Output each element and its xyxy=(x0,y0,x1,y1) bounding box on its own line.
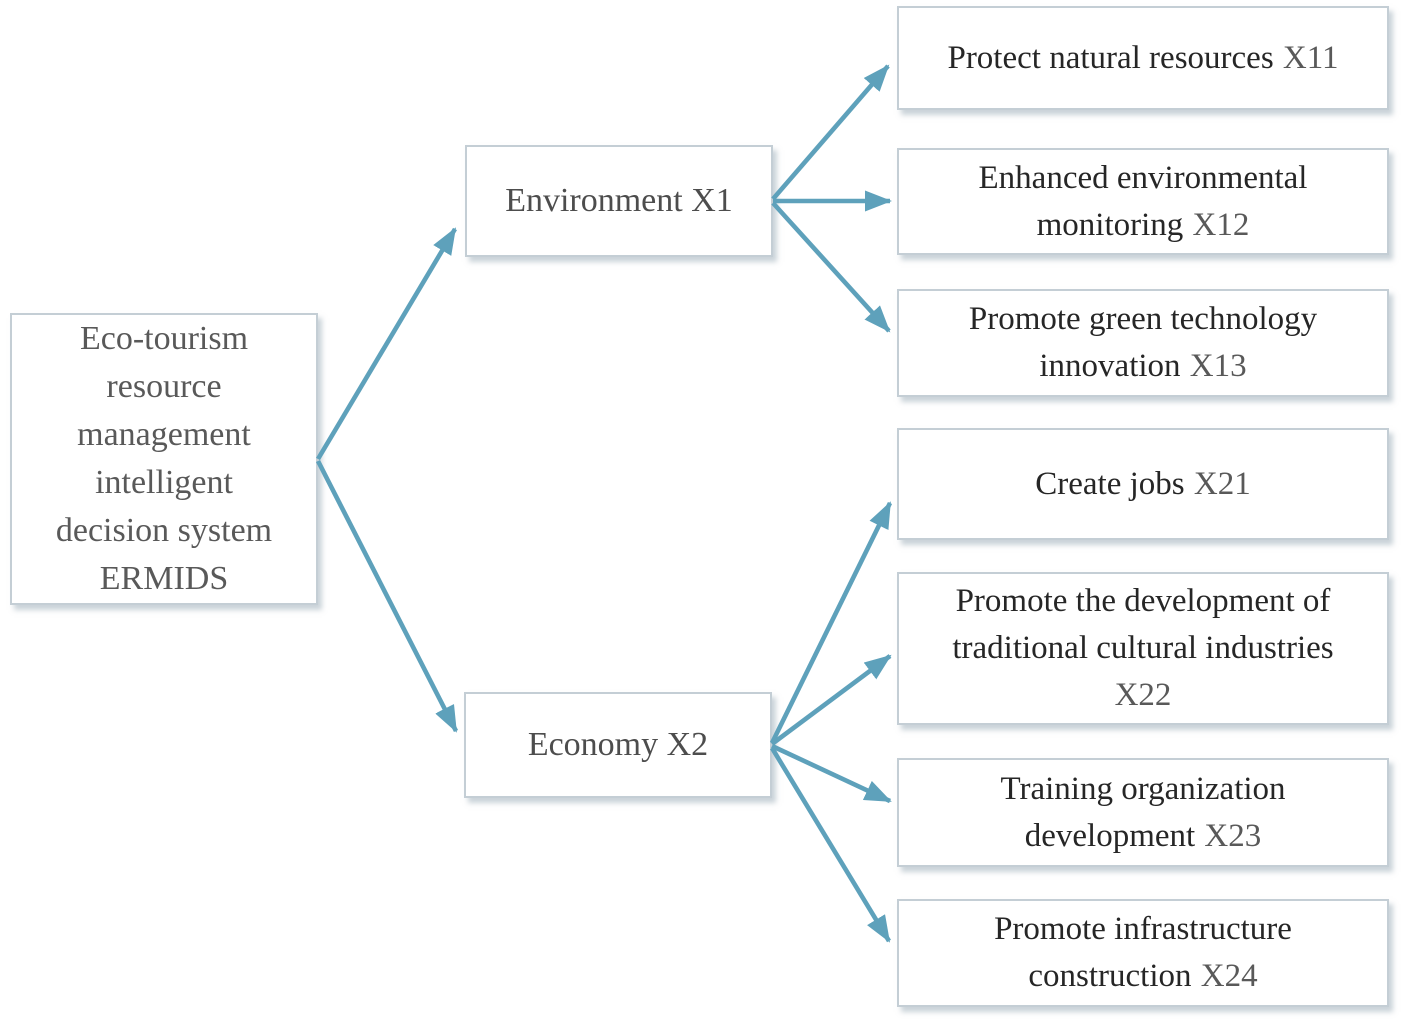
node-text-line: Promote green technology xyxy=(968,301,1318,337)
node-text-line: Promote infrastructure xyxy=(994,911,1292,947)
node-text-line: decision system xyxy=(55,512,273,549)
node-root-ermids: Eco-tourism resource management intelligent… xyxy=(10,313,318,605)
arrow-x2-to-x24 xyxy=(770,746,891,943)
node-traditional-cultural-industries-x22: Promote the development of traditional cu… xyxy=(897,572,1389,725)
node-text-line: Eco-tourism xyxy=(79,320,249,357)
node-environment-x1: Environment X1 xyxy=(465,145,773,257)
node-text-line: Environment X1 xyxy=(505,182,733,219)
node-text-line: Economy X2 xyxy=(527,726,709,763)
arrow-x1-to-x13 xyxy=(771,201,891,333)
node-text-line: ERMIDS xyxy=(99,560,229,597)
node-economy-x2: Economy X2 xyxy=(464,692,772,798)
node-code-label: X13 xyxy=(1189,348,1247,384)
node-code-label: X11 xyxy=(1282,39,1339,76)
node-code-label: X23 xyxy=(1204,817,1262,854)
node-text-line: intelligent xyxy=(95,464,233,501)
node-text-line: Promote the development of xyxy=(955,583,1331,619)
node-text-line: traditional cultural industries xyxy=(952,630,1334,666)
arrow-x2-to-x21 xyxy=(769,501,893,745)
node-text-line: management xyxy=(77,416,251,453)
node-text-line: X22 xyxy=(1115,672,1172,719)
arrow-root-to-x2 xyxy=(315,459,459,733)
node-text-line: Training organization xyxy=(1000,770,1286,807)
node-code-label: X12 xyxy=(1192,206,1250,243)
arrow-x1-to-x11 xyxy=(771,64,890,201)
node-code-label: X22 xyxy=(1114,677,1172,713)
arrow-x2-to-x23 xyxy=(771,743,892,804)
node-text-line: Enhanced environmental xyxy=(978,159,1308,196)
arrow-x2-to-x22 xyxy=(770,654,892,746)
node-code-label: X24 xyxy=(1200,958,1258,994)
node-code-label: X21 xyxy=(1193,465,1251,502)
arrow-root-to-x1 xyxy=(316,227,457,461)
node-text-line: resource xyxy=(106,368,222,405)
